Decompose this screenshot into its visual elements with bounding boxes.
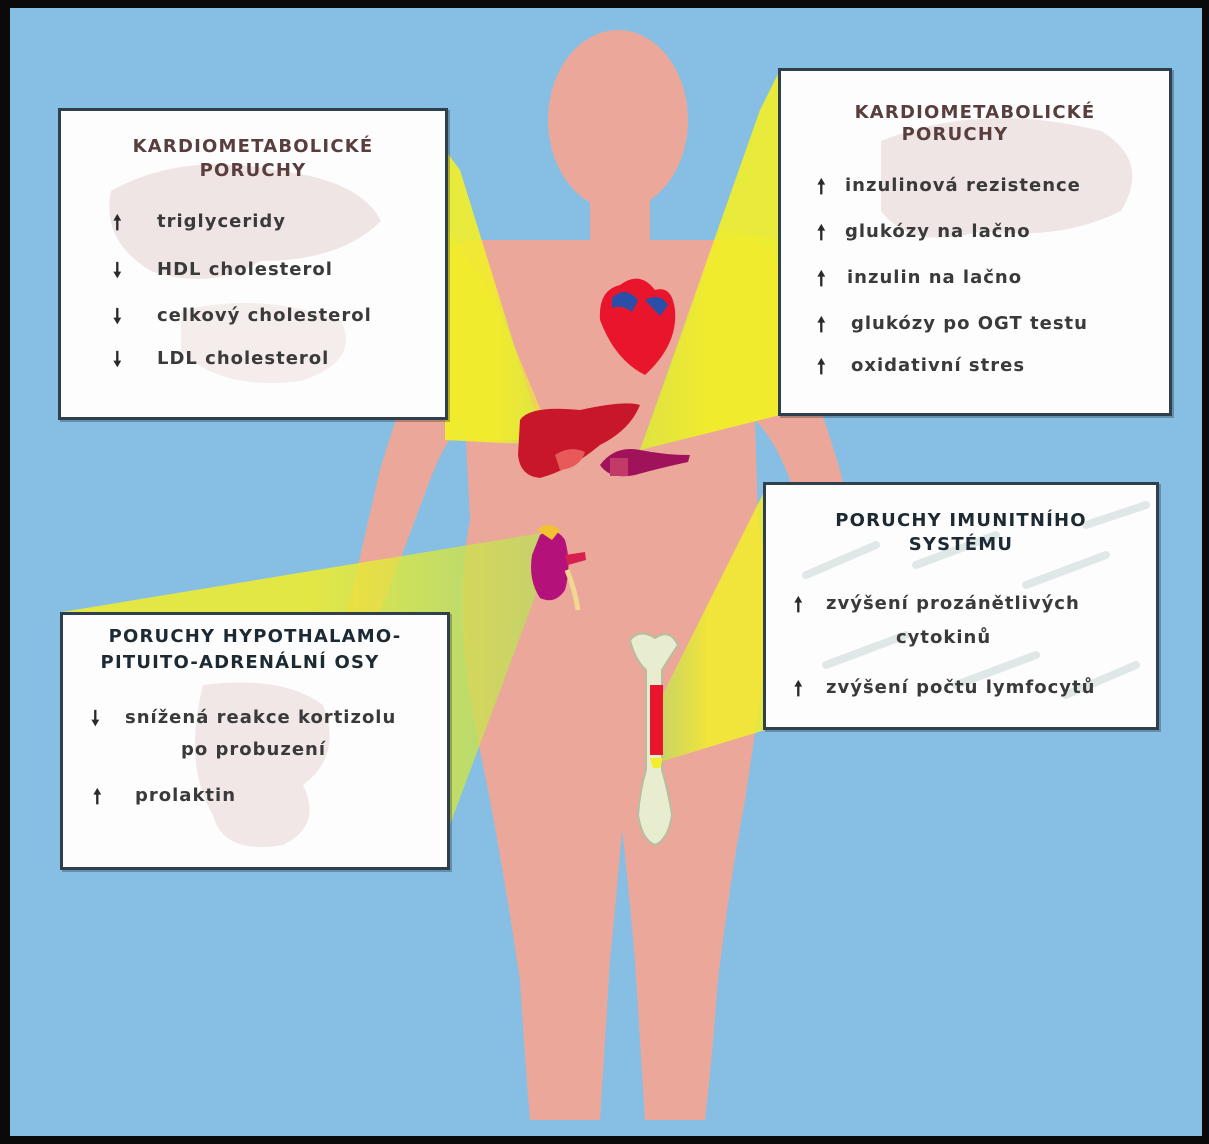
arrow-up-icon: 🠕 bbox=[794, 593, 803, 615]
list-item: zvýšení prozánětlivých bbox=[826, 593, 1080, 615]
panel-immune-system: PORUCHY IMUNITNÍHO SYSTÉMU 🠕 zvýšení pro… bbox=[763, 482, 1159, 730]
panel-title-line2: SYSTÉMU bbox=[766, 533, 1156, 557]
panel-title-line2: PORUCHY bbox=[61, 159, 445, 183]
panel-title: PORUCHY IMUNITNÍHO bbox=[766, 509, 1156, 533]
panel-hpa-axis: PORUCHY HYPOTHALAMO- PITUITO-ADRENÁLNÍ O… bbox=[60, 612, 450, 870]
list-item: snížená reakce kortizolu bbox=[125, 707, 396, 729]
panel-title: KARDIOMETABOLICKÉ bbox=[781, 101, 1169, 125]
list-item: po probuzení bbox=[181, 739, 326, 761]
list-item: inzulinová rezistence bbox=[845, 175, 1081, 197]
panel-right-cardiometabolic: KARDIOMETABOLICKÉ PORUCHY 🠕 inzulinová r… bbox=[778, 68, 1172, 416]
arrow-down-icon: 🠗 bbox=[113, 259, 122, 281]
list-item: LDL cholesterol bbox=[157, 348, 329, 370]
panel-title: PORUCHY HYPOTHALAMO- bbox=[63, 625, 447, 649]
list-item: cytokinů bbox=[896, 627, 991, 649]
list-item: celkový cholesterol bbox=[157, 305, 372, 327]
arrow-up-icon: 🠕 bbox=[794, 677, 803, 699]
list-item: inzulin na lačno bbox=[847, 267, 1022, 289]
list-item: glukózy po OGT testu bbox=[851, 313, 1088, 335]
arrow-up-icon: 🠕 bbox=[817, 221, 826, 243]
arrow-down-icon: 🠗 bbox=[113, 348, 122, 370]
arrow-up-icon: 🠕 bbox=[817, 313, 826, 335]
arrow-down-icon: 🠗 bbox=[113, 305, 122, 327]
arrow-up-icon: 🠕 bbox=[817, 175, 826, 197]
arrow-up-icon: 🠕 bbox=[113, 211, 122, 233]
list-item: HDL cholesterol bbox=[157, 259, 333, 281]
arrow-up-icon: 🠕 bbox=[817, 267, 826, 289]
list-item: triglyceridy bbox=[157, 211, 286, 233]
list-item: glukózy na lačno bbox=[845, 221, 1031, 243]
panel-left-cardiometabolic: KARDIOMETABOLICKÉ PORUCHY 🠕 triglyceridy… bbox=[58, 108, 448, 420]
list-item: prolaktin bbox=[135, 785, 236, 807]
arrow-down-icon: 🠗 bbox=[91, 707, 100, 729]
arrow-up-icon: 🠕 bbox=[817, 355, 826, 377]
list-item: zvýšení počtu lymfocytů bbox=[826, 677, 1095, 699]
arrow-up-icon: 🠕 bbox=[93, 785, 102, 807]
list-item: oxidativní stres bbox=[851, 355, 1025, 377]
panel-title-line2: PORUCHY bbox=[781, 123, 1169, 147]
panel-title-line2: PITUITO-ADRENÁLNÍ OSY bbox=[63, 651, 447, 675]
panel-title: KARDIOMETABOLICKÉ bbox=[61, 135, 445, 159]
